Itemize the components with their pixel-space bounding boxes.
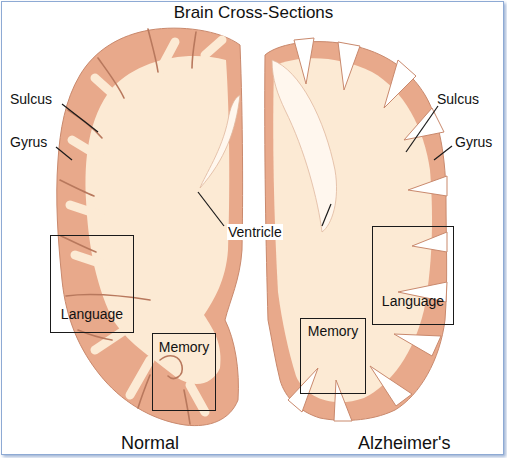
part-label: Sulcus [437,91,479,107]
ventricle [272,60,337,232]
white-matter [86,56,230,384]
region-box: Memory [300,318,366,394]
leader-line [322,204,331,226]
widened-sulcus [288,38,447,421]
widened-sulcus [408,176,447,196]
region-box: Language [372,226,454,325]
part-label: Ventricle [227,224,283,240]
sulcus-fold [148,29,158,72]
widened-sulcus [370,366,412,406]
leader-line [434,146,452,160]
widened-sulcus [288,368,318,412]
sulcus-fold [61,236,96,252]
widened-sulcus [338,42,360,90]
alzheimers-hemisphere [265,38,447,421]
widened-sulcus [384,60,416,108]
region-box: Memory [152,333,216,411]
white-matter-fingers [190,385,205,412]
gray-matter [265,42,447,421]
white-matter-fingers [160,42,175,70]
sulcus-fold [98,58,124,98]
white-matter-fingers [130,360,150,395]
sulcus-fold [160,356,182,379]
part-label: Sulcus [10,91,52,107]
leader-line [198,192,224,226]
white-matter-fingers [205,40,222,55]
white-matter-fingers [70,205,100,215]
leader-line [56,104,452,226]
white-matter-fingers [75,255,105,265]
widened-sulcus [404,108,444,140]
sulcus-fold [78,330,112,340]
white-matter-fingers [72,140,105,160]
sulcus-fold [66,294,150,300]
region-label: Language [373,293,453,309]
region-box: Language [50,235,134,333]
leader-line [62,104,98,132]
ventricle [200,95,240,188]
sulcus-fold [68,110,102,138]
widened-sulcus [294,38,314,84]
leader-line [406,106,438,152]
figure-title: Brain Cross-Sections [0,3,507,23]
white-matter-fingers [70,40,222,412]
region-label: Memory [301,323,365,339]
section-caption: Normal [121,433,179,453]
normal-hemisphere [57,28,243,425]
widened-sulcus [394,334,441,356]
sulcus-fold [138,375,150,408]
sulcus-fold [192,32,196,68]
part-label: Gyrus [455,134,492,150]
sulcus-fold [60,29,196,424]
leader-line [56,147,72,160]
widened-sulcus [334,380,352,421]
sulcus-fold [184,390,190,424]
section-caption: Alzheimer's [358,433,450,453]
region-label: Memory [153,339,215,355]
gray-matter [57,28,243,425]
part-label: Gyrus [10,134,47,150]
sulcus-fold [60,180,94,196]
region-label: Language [51,306,133,322]
widened-sulcus [412,232,447,252]
